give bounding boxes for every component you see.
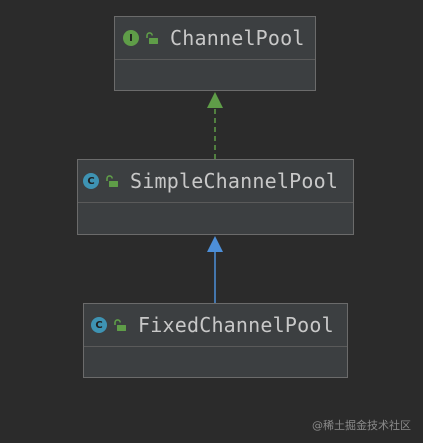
node-members xyxy=(78,203,353,233)
unlocked-lock-icon xyxy=(146,32,158,44)
node-header: I ChannelPool xyxy=(115,17,315,60)
class-icon: C xyxy=(91,317,107,333)
node-header: C FixedChannelPool xyxy=(84,304,347,347)
node-members xyxy=(84,347,347,377)
node-title: FixedChannelPool xyxy=(138,313,334,337)
class-icon: C xyxy=(83,173,99,189)
node-header: C SimpleChannelPool xyxy=(78,160,353,203)
node-fixedchannelpool[interactable]: C FixedChannelPool xyxy=(83,303,348,378)
node-simplechannelpool[interactable]: C SimpleChannelPool xyxy=(77,159,354,235)
unlocked-lock-icon xyxy=(106,175,118,187)
node-members xyxy=(115,60,315,90)
unlocked-lock-icon xyxy=(114,319,126,331)
implements-arrowhead xyxy=(207,92,223,108)
interface-icon: I xyxy=(123,30,139,46)
extends-arrowhead xyxy=(207,236,223,252)
watermark: @稀土掘金技术社区 xyxy=(312,419,411,432)
node-title: ChannelPool xyxy=(170,26,305,50)
node-title: SimpleChannelPool xyxy=(130,169,339,193)
node-channelpool[interactable]: I ChannelPool xyxy=(114,16,316,91)
